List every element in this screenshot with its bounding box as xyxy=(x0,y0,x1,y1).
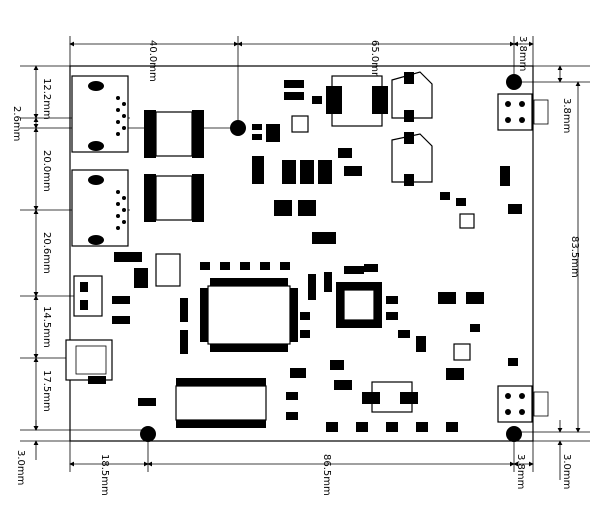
dim-label-left-2-6: 2.6mm xyxy=(11,106,22,141)
ethernet-transformer-bottom xyxy=(144,174,204,222)
main-processor-chip xyxy=(200,278,298,352)
dim-label-top-40: 40.0mm xyxy=(147,40,158,82)
qfn-controller-chip xyxy=(336,282,382,328)
push-button-top xyxy=(497,93,549,131)
dim-label-right-83-5: 83.5mm xyxy=(569,236,580,278)
mounting-hole-bottom-right xyxy=(506,426,522,442)
power-components-mid xyxy=(252,148,362,244)
smd-components xyxy=(112,80,522,432)
dim-label-right-3-8: 3.8mm xyxy=(561,98,572,133)
crystal-oscillator xyxy=(362,381,418,413)
dim-label-top-3-8: 3.8mm xyxy=(517,36,528,71)
ethernet-connector-bottom xyxy=(71,169,129,247)
dim-label-bottom-86-5: 86.5mm xyxy=(321,454,332,496)
power-jack xyxy=(65,339,113,384)
mounting-hole-top-right xyxy=(506,74,522,90)
memory-chip xyxy=(175,378,267,428)
ethernet-connector-top xyxy=(71,75,129,153)
capacitor-right-bottom xyxy=(391,132,433,186)
dim-label-left-17-5: 17.5mm xyxy=(41,370,52,412)
dim-label-top-65: 65.0mm xyxy=(369,40,380,82)
dim-label-bottom-18-5: 18.5mm xyxy=(99,454,110,496)
mounting-hole-bottom-left xyxy=(140,426,156,442)
power-inductor-left xyxy=(326,75,388,127)
dim-label-left-3-0: 3.0mm xyxy=(15,450,26,485)
dim-label-right-3-0: 3.0mm xyxy=(561,454,572,489)
dim-label-left-12-2: 12.2mm xyxy=(41,78,52,120)
usb-connector xyxy=(73,275,103,317)
dim-label-bottom-3-8: 3.8mm xyxy=(515,454,526,489)
ethernet-transformer-top xyxy=(144,110,204,158)
dim-label-left-14-5: 14.5mm xyxy=(41,306,52,348)
dim-label-left-20-6: 20.6mm xyxy=(41,232,52,274)
push-button-bottom xyxy=(497,385,549,423)
capacitor-right-top xyxy=(391,71,433,122)
mounting-hole-top-left xyxy=(230,120,246,136)
dim-label-left-20-0: 20.0mm xyxy=(41,150,52,192)
